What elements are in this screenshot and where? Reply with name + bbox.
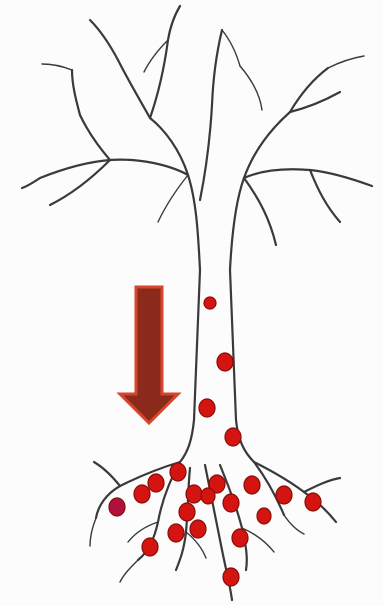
root-dot: [276, 486, 292, 504]
root-dot: [223, 494, 239, 512]
root-dot: [142, 538, 158, 556]
root-dot-highlight: [109, 498, 125, 516]
root-dot: [148, 474, 164, 492]
trunk-dot: [199, 399, 215, 417]
root-dot: [134, 485, 150, 503]
root-dot: [305, 493, 321, 511]
root-dot: [223, 568, 239, 586]
root-dot: [168, 524, 184, 542]
tree-branches: [22, 6, 372, 270]
trunk-dot: [204, 297, 216, 309]
root-dot: [244, 476, 260, 494]
root-dot: [170, 463, 186, 481]
trunk-dot: [225, 428, 241, 446]
root-dot: [201, 488, 215, 504]
trunk-dot: [217, 353, 233, 371]
root-dot: [179, 503, 195, 521]
tree-trunk: [180, 270, 254, 462]
down-arrow-icon: [120, 287, 178, 423]
root-dot: [186, 485, 202, 503]
root-dot: [232, 529, 248, 547]
root-dot: [190, 520, 206, 538]
root-dot: [257, 508, 271, 524]
